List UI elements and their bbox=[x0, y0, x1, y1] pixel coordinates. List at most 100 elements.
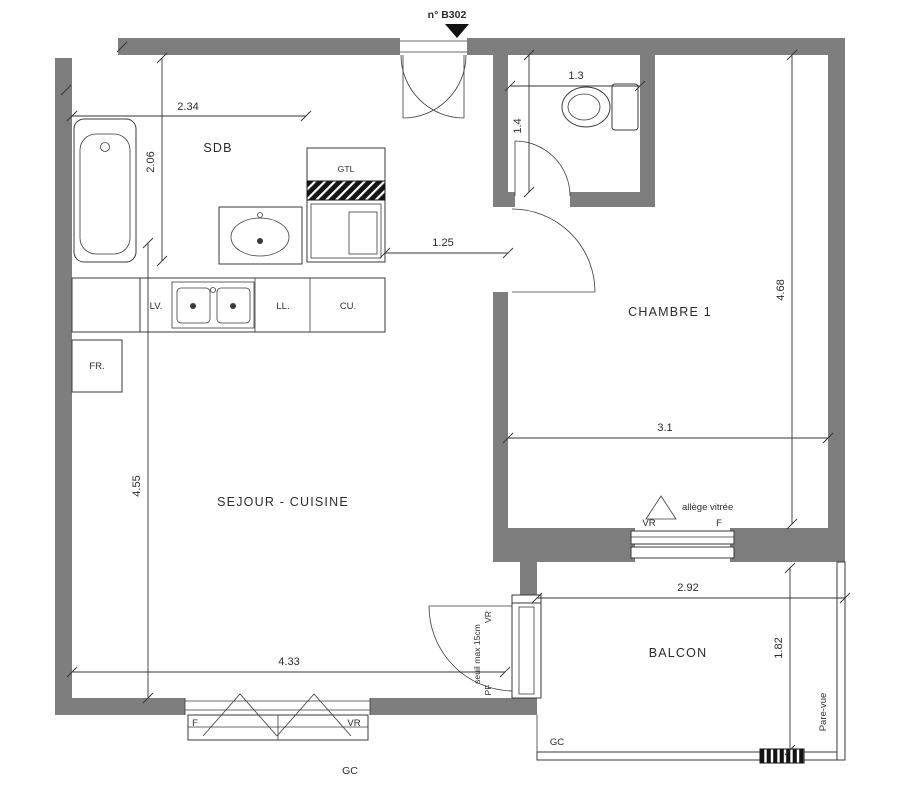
room-label-sejour: SEJOUR - CUISINE bbox=[217, 495, 349, 509]
wall-wc-right bbox=[640, 55, 655, 192]
kitchen-sink-basin-left bbox=[176, 287, 211, 324]
kitchen-counter: LV. LL. CU. FR. bbox=[71, 277, 386, 393]
dim-value: 1.82 bbox=[773, 637, 785, 658]
dimension-sdb-depth: 2.06 bbox=[145, 52, 168, 267]
cooktop-label: CU. bbox=[340, 301, 356, 312]
gtl-outline bbox=[306, 147, 386, 263]
room-label-chambre: CHAMBRE 1 bbox=[628, 305, 712, 319]
balcon-door-swing bbox=[428, 605, 515, 692]
dim-tick bbox=[504, 80, 516, 92]
wall-right bbox=[828, 55, 845, 528]
casement-swing-right-icon bbox=[276, 693, 352, 737]
kitchen-sink bbox=[171, 281, 255, 329]
washbasin-tap-icon bbox=[257, 212, 263, 218]
dim-value: 2.92 bbox=[677, 582, 698, 594]
toilet-bowl-inner bbox=[567, 93, 601, 121]
dimension-balcon-depth: 1.82 bbox=[773, 562, 796, 756]
dim-tick bbox=[499, 666, 511, 678]
dim-tick bbox=[300, 110, 312, 122]
dim-tick bbox=[502, 432, 514, 444]
balcon-door-pf-label: PF bbox=[483, 685, 493, 696]
washer-label: LL. bbox=[276, 301, 289, 312]
dimension-sejour-width: 4.33 bbox=[66, 656, 511, 678]
entrance: n° B302 bbox=[400, 9, 469, 119]
wall-chambre-bottom-a bbox=[493, 528, 635, 562]
gtl-inner-box bbox=[348, 211, 378, 255]
dim-tick bbox=[784, 562, 796, 574]
dimension-balcon-width: 2.92 bbox=[531, 582, 851, 604]
dim-tick bbox=[66, 110, 78, 122]
balcon-structure: Pare-vue GC bbox=[536, 561, 846, 764]
dim-tick bbox=[839, 592, 851, 604]
dim-value: 1.25 bbox=[432, 237, 453, 249]
balcon-gc-label: GC bbox=[550, 737, 564, 748]
kitchen-sink-basin-right bbox=[216, 287, 251, 324]
gtl-lower-box bbox=[310, 203, 382, 259]
dim-value: 4.55 bbox=[131, 475, 143, 496]
casement-swing-left-icon bbox=[202, 693, 278, 737]
gtl-column: GTL bbox=[306, 147, 386, 263]
dishwasher-label: LV. bbox=[150, 301, 163, 312]
wall-wc-bottom-b bbox=[570, 192, 655, 207]
wall-balcon-divider bbox=[520, 562, 537, 603]
room-label-balcon: BALCON bbox=[649, 646, 708, 660]
exterior-tick-left bbox=[60, 84, 72, 96]
dim-value: 2.06 bbox=[145, 151, 157, 172]
chambre-window-f-label: F bbox=[716, 518, 722, 529]
balcon-door-frame bbox=[511, 602, 542, 699]
balcon-door-glazing bbox=[518, 606, 535, 695]
fridge bbox=[71, 339, 123, 393]
washbasin bbox=[218, 206, 303, 265]
wc-door-swing bbox=[514, 140, 571, 197]
gtl-label: GTL bbox=[338, 164, 355, 174]
gtl-hatch-band bbox=[306, 180, 386, 201]
allege-triangle-icon bbox=[645, 495, 677, 520]
dimension-hall-width: 1.25 bbox=[379, 237, 514, 259]
entrance-marker-icon bbox=[445, 24, 469, 38]
walls bbox=[55, 38, 845, 715]
dim-value: 1.4 bbox=[512, 118, 524, 133]
dimension-chambre-depth: 4.68 bbox=[775, 49, 798, 530]
fridge-label: FR. bbox=[89, 361, 104, 372]
chambre-window-frame bbox=[630, 530, 735, 545]
dim-value: 2.34 bbox=[177, 101, 198, 113]
dim-tick bbox=[502, 247, 514, 259]
dim-value: 4.68 bbox=[775, 279, 787, 300]
dim-tick bbox=[142, 237, 154, 249]
dim-tick bbox=[523, 49, 535, 61]
entrance-door-swing-left bbox=[402, 54, 467, 119]
dim-value: 4.33 bbox=[278, 656, 299, 668]
dimension-sejour-depth: 4.55 bbox=[131, 237, 154, 704]
dimension-chambre-width: 3.1 bbox=[502, 422, 834, 444]
bathtub-basin bbox=[79, 133, 131, 255]
washbasin-bowl bbox=[230, 217, 290, 257]
balcon-door-vr-box bbox=[511, 594, 542, 604]
balcon-door: VR seuil max 15cm PF bbox=[472, 594, 542, 699]
sejour-window: F VR GC bbox=[184, 693, 371, 777]
wall-top-left bbox=[118, 38, 400, 55]
dimension-wc-depth: 1.4 bbox=[512, 49, 535, 198]
pare-vue-panel bbox=[759, 748, 805, 764]
dim-tick bbox=[822, 432, 834, 444]
chambre-window-sill bbox=[630, 546, 735, 559]
pare-vue-label: Pare-vue bbox=[818, 693, 829, 732]
allege-vitree-label: allège vitrée bbox=[682, 502, 733, 513]
sejour-window-gc-label: GC bbox=[342, 765, 358, 777]
chambre-window-vr-label: VR bbox=[642, 518, 655, 529]
room-label-sdb: SDB bbox=[203, 141, 232, 155]
sejour-window-f-label: F bbox=[192, 718, 198, 729]
wall-chambre-bottom-b bbox=[730, 528, 845, 562]
kitchen-corner-unit bbox=[71, 277, 141, 333]
dim-tick bbox=[379, 247, 391, 259]
dim-value: 1.3 bbox=[568, 70, 583, 82]
wall-bottom-mid bbox=[370, 698, 537, 715]
dim-tick bbox=[786, 49, 798, 61]
bathroom-fixtures: GTL bbox=[73, 118, 386, 265]
unit-number: n° B302 bbox=[428, 9, 467, 21]
balcon-railing-right bbox=[836, 561, 846, 761]
dim-tick bbox=[156, 52, 168, 64]
toilet-bowl bbox=[561, 86, 611, 128]
sink-drain-right-icon bbox=[230, 303, 236, 309]
